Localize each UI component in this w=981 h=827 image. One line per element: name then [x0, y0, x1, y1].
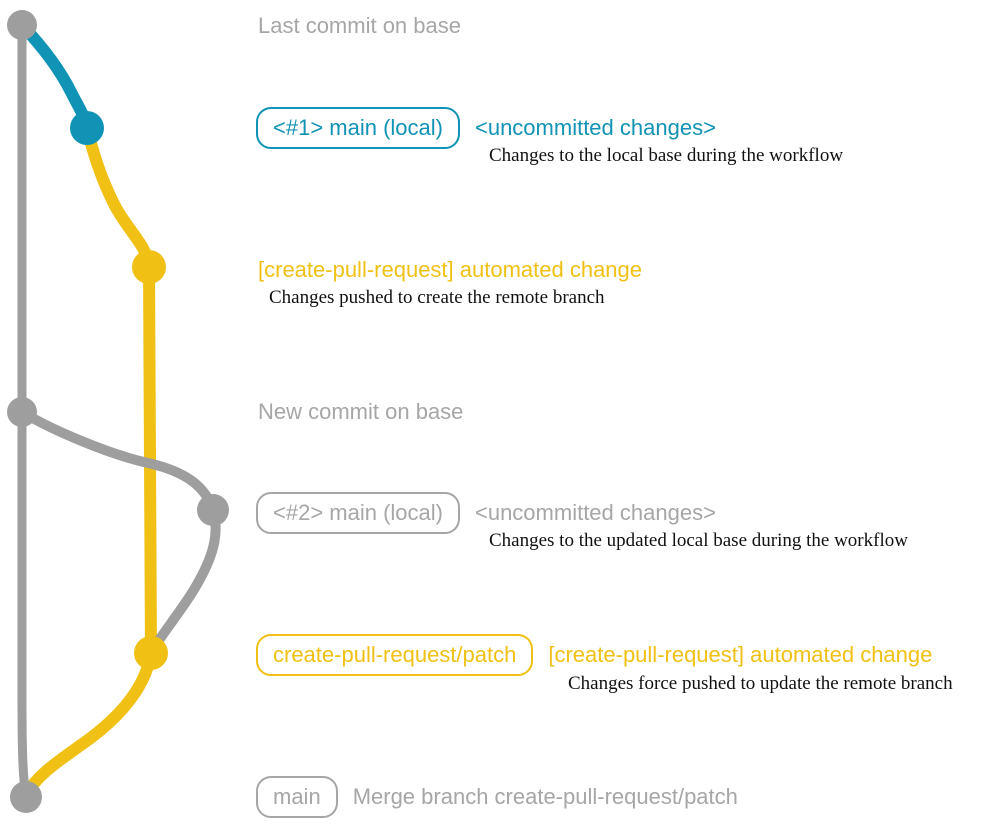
row-workflow2-local: <#2> main (local) <uncommitted changes>: [256, 492, 716, 534]
commit-message-automated-change-1: [create-pull-request] automated change: [258, 257, 643, 282]
commit-node-new-commit-on-base: [7, 397, 37, 427]
commit-node-main-local-2: [197, 494, 229, 526]
label-last-commit-on-base: Last commit on base: [258, 13, 461, 38]
description-workflow2-push: Changes force pushed to update the remot…: [568, 673, 953, 694]
commit-message-merge: Merge branch create-pull-request/patch: [352, 784, 738, 809]
branch-badge-main: main: [256, 776, 338, 818]
branch-main-local-1-curve: [16, 19, 93, 134]
branch-main-local-2-curve: [17, 407, 221, 657]
commit-node-automated-change-1: [132, 250, 166, 284]
commit-nodes: [7, 10, 229, 813]
commit-node-merge-commit: [10, 781, 42, 813]
commit-node-automated-change-2: [134, 636, 168, 670]
row-workflow2-push: create-pull-request/patch [create-pull-r…: [256, 634, 932, 676]
row-merge: main Merge branch create-pull-request/pa…: [256, 776, 738, 818]
row-workflow1-local: <#1> main (local) <uncommitted changes>: [256, 107, 716, 149]
description-workflow1-local: Changes to the local base during the wor…: [489, 145, 844, 166]
branch-badge-main-local-1: <#1> main (local): [256, 107, 460, 149]
branch-badge-create-pull-request-patch: create-pull-request/patch: [256, 634, 534, 676]
status-uncommitted-changes-2: <uncommitted changes>: [474, 500, 716, 525]
commit-node-last-commit-on-base: [7, 10, 37, 40]
branch-patch-merge-curve: [20, 647, 157, 801]
branch-patch-curve: [81, 122, 157, 659]
description-workflow2-local: Changes to the updated local base during…: [489, 530, 908, 551]
status-uncommitted-changes-1: <uncommitted changes>: [474, 115, 716, 140]
description-workflow1-push: Changes pushed to create the remote bran…: [269, 287, 605, 308]
commit-message-automated-change-2: [create-pull-request] automated change: [548, 642, 933, 667]
commit-node-main-local-1: [70, 111, 104, 145]
label-new-commit-on-base: New commit on base: [258, 399, 464, 424]
branch-badge-main-local-2: <#2> main (local): [256, 492, 460, 534]
